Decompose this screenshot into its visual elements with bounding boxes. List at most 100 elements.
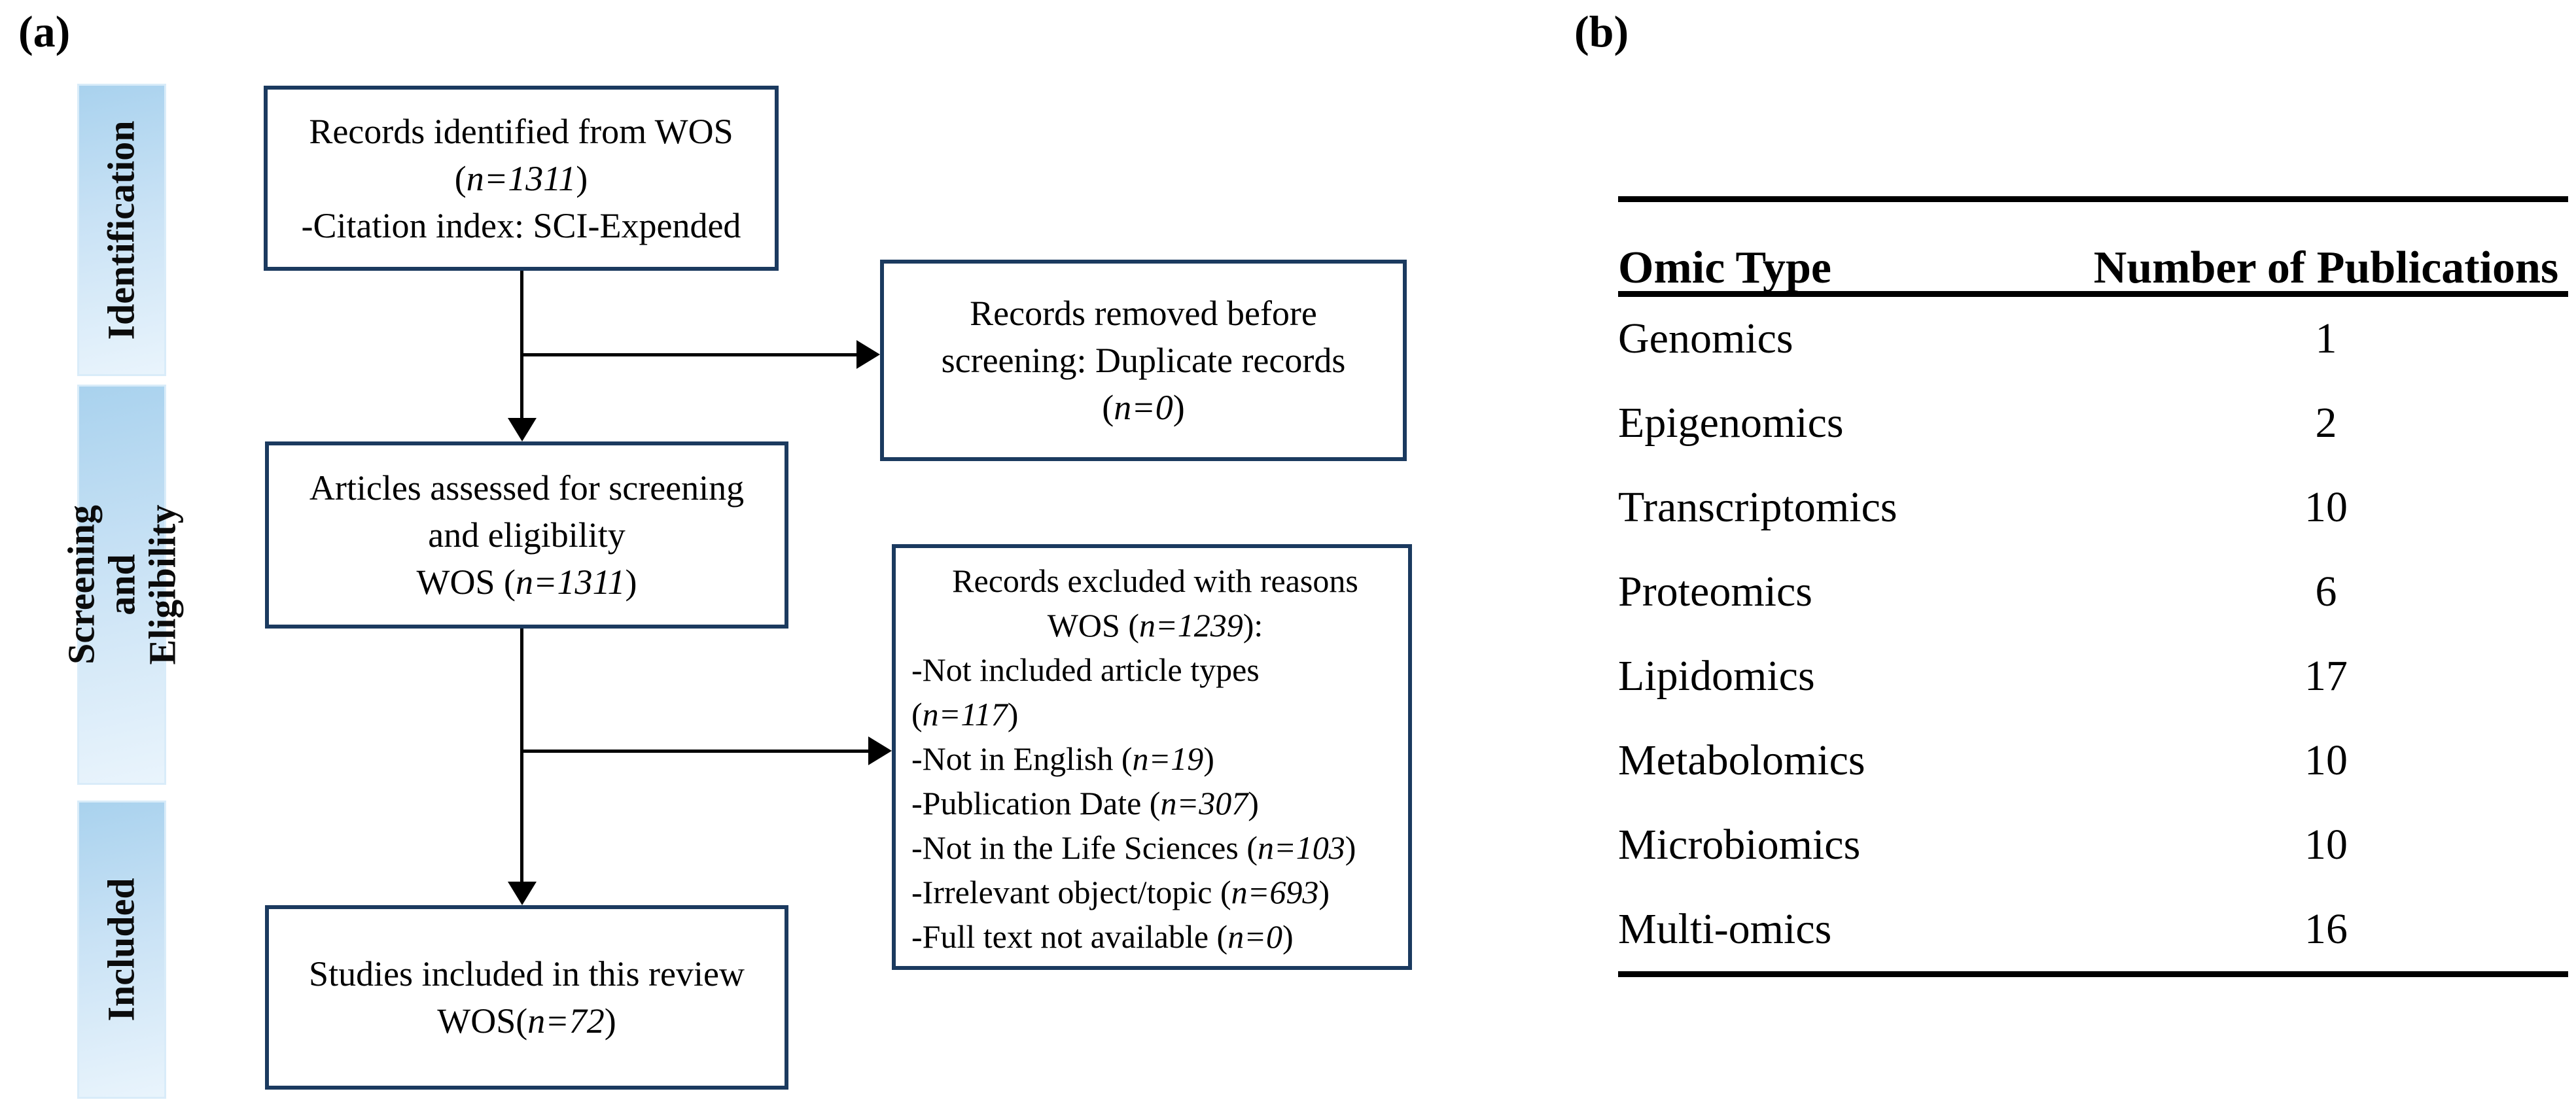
arrowhead-right-to-excluded-icon (868, 736, 892, 765)
box-line-run: ) (1318, 874, 1330, 910)
box-line-run-italic: n=307 (1160, 785, 1248, 821)
box-line-run: WOS ( (416, 562, 516, 602)
box-line-run-italic: n=693 (1231, 874, 1319, 910)
arrowhead-down-to-assessed-icon (508, 418, 537, 441)
stage-included: Included (77, 801, 166, 1099)
stage-included-label: Included (100, 878, 143, 1022)
table-row: Multi-omics 16 (1618, 887, 2568, 971)
box-line: Studies included in this review (269, 950, 785, 997)
box-line: Records identified from WOS (268, 108, 775, 155)
box-line-run: ) (1173, 388, 1185, 427)
box-line-run: ) (604, 1001, 616, 1041)
box-line: and eligibility (269, 511, 785, 559)
stage-identification: Identification (77, 84, 166, 376)
box-line-run: -Publication Date ( (911, 785, 1161, 821)
table-row: Epigenomics 2 (1618, 381, 2568, 466)
box-line: screening: Duplicate records (884, 337, 1403, 384)
box-line: (n=1311) (268, 155, 775, 202)
box-line: -Irrelevant object/topic (n=693) (911, 870, 1399, 914)
box-line-run: WOS( (437, 1001, 528, 1041)
publication-count-cell: 6 (2315, 568, 2337, 616)
table-row: Lipidomics 17 (1618, 634, 2568, 719)
table-rule-mid (1618, 291, 2568, 297)
box-line: WOS (n=1239): (911, 603, 1399, 647)
box-line: WOS (n=1311) (269, 559, 785, 606)
publication-count-cell: 10 (2304, 736, 2348, 784)
box-line: -Not included article types (911, 647, 1399, 692)
table-row: Metabolomics 10 (1618, 718, 2568, 802)
box-line-run: and eligibility (428, 515, 626, 555)
arrow-line-identified-to-assessed (520, 271, 523, 422)
box-line: -Not in the Life Sciences (n=103) (911, 825, 1399, 870)
box-line: -Citation index: SCI-Expended (268, 202, 775, 249)
panel-b-label: (b) (1574, 7, 1629, 56)
omic-type-cell: Genomics (1618, 315, 1793, 363)
box-line-run: Records identified from WOS (309, 111, 733, 151)
arrow-line-to-excluded (521, 750, 870, 753)
omic-type-cell: Epigenomics (1618, 399, 1844, 447)
stage-screening-eligibility: Screening and Eligibility (60, 385, 183, 785)
publication-count-cell: 17 (2304, 651, 2348, 700)
box-line-run: -Irrelevant object/topic ( (911, 874, 1231, 910)
box-line-run: Studies included in this review (309, 954, 745, 993)
box-line-run-italic: n=0 (1114, 388, 1173, 427)
box-line: (n=0) (884, 384, 1403, 431)
omic-type-cell: Proteomics (1618, 568, 1812, 616)
box-line: -Full text not available (n=0) (911, 914, 1399, 959)
box-records-identified: Records identified from WOS(n=1311)-Cita… (264, 86, 779, 271)
table-rule-top (1618, 196, 2568, 202)
box-line-run: ) (625, 562, 637, 602)
box-line: -Not in English (n=19) (911, 736, 1399, 781)
arrowhead-down-to-included-icon (508, 882, 537, 905)
box-line: (n=117) (911, 692, 1399, 736)
box-line-run: ) (1282, 918, 1294, 955)
arrow-line-to-removed (521, 353, 858, 356)
box-line-run: -Not in English ( (911, 740, 1133, 777)
box-line-run-italic: n=72 (527, 1001, 605, 1041)
box-line: WOS(n=72) (269, 997, 785, 1044)
box-line-run-italic: n=103 (1257, 829, 1345, 866)
omic-type-cell: Lipidomics (1618, 651, 1815, 700)
box-line-run: -Full text not available ( (911, 918, 1228, 955)
omic-type-cell: Multi-omics (1618, 905, 1832, 953)
box-line-run: ): (1243, 607, 1263, 644)
box-line-run: -Citation index: SCI-Expended (301, 205, 741, 245)
box-line-run-italic: n=1311 (516, 562, 626, 602)
box-line: Records excluded with reasons (911, 559, 1399, 603)
box-line-run: ( (1102, 388, 1114, 427)
table-row: Proteomics 6 (1618, 550, 2568, 634)
box-line: Records removed before (884, 290, 1403, 337)
box-line-run: WOS ( (1047, 607, 1139, 644)
box-line-run-italic: n=1311 (466, 158, 576, 198)
box-line-run-italic: n=19 (1132, 740, 1204, 777)
box-line-run: ) (1007, 696, 1019, 733)
stage-identification-label: Identification (100, 120, 143, 340)
arrowhead-right-to-removed-icon (856, 340, 880, 369)
table-rule-bottom (1618, 971, 2568, 977)
box-line: -Publication Date (n=307) (911, 781, 1399, 825)
box-line-run-italic: n=0 (1227, 918, 1282, 955)
table-header-row: Omic Type Number of Publications (1618, 242, 2568, 294)
table-row: Genomics 1 (1618, 297, 2568, 381)
box-line-run: ) (1248, 785, 1259, 821)
table-header-publications: Number of Publications (2093, 243, 2559, 293)
box-line-run: -Not included article types (911, 651, 1260, 688)
box-line-run: ( (911, 696, 923, 733)
arrow-line-assessed-to-included (520, 629, 523, 884)
panel-a-label: (a) (18, 7, 71, 56)
omic-type-cell: Metabolomics (1618, 736, 1865, 784)
publication-count-cell: 16 (2304, 905, 2348, 953)
box-line-run: -Not in the Life Sciences ( (911, 829, 1258, 866)
publication-count-cell: 2 (2315, 399, 2337, 447)
publication-count-cell: 1 (2315, 315, 2337, 363)
box-line-run: ) (1345, 829, 1356, 866)
box-line-run: ( (454, 158, 467, 198)
box-line: Articles assessed for screening (269, 464, 785, 511)
